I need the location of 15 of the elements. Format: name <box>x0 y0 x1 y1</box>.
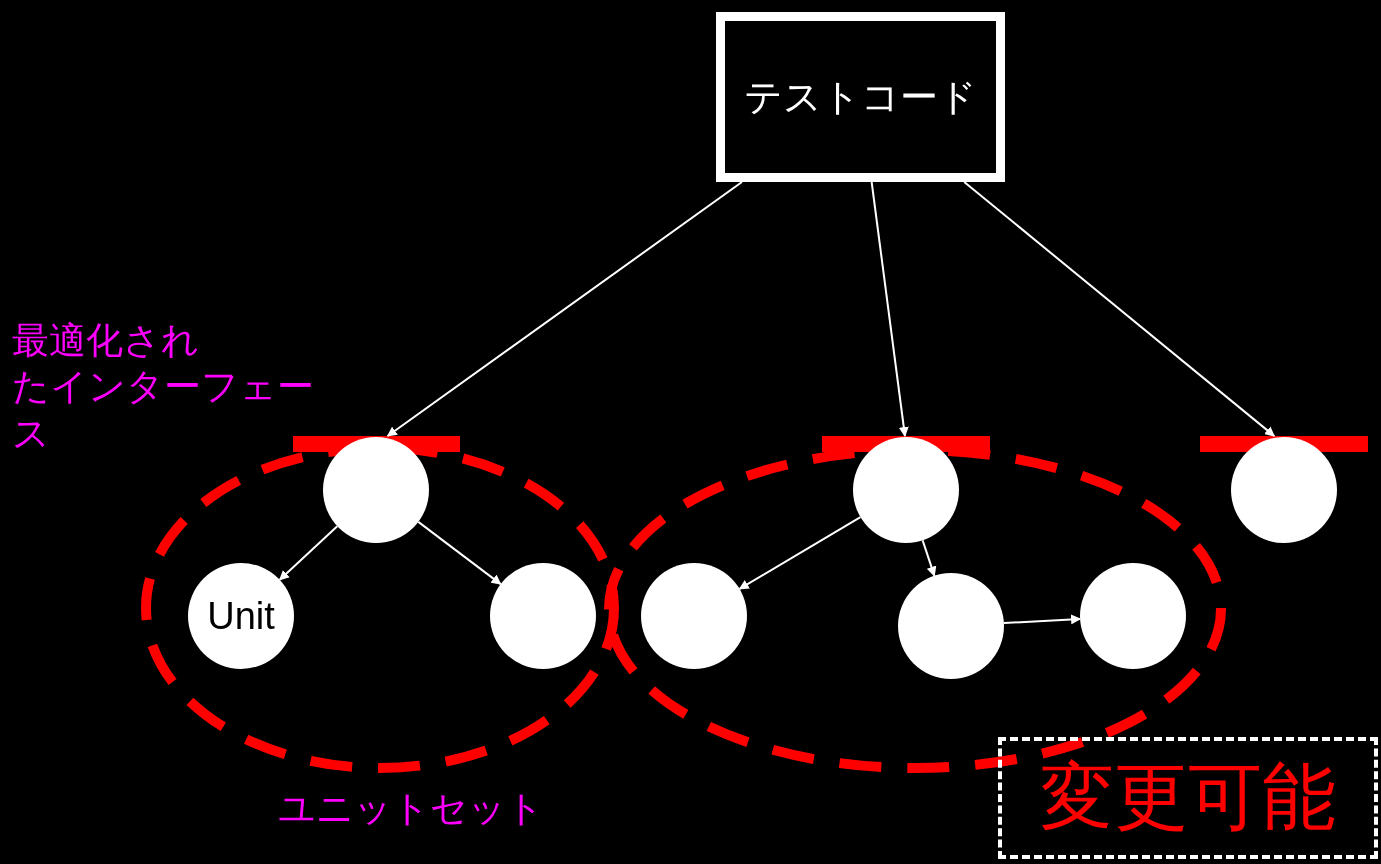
arrow <box>386 181 743 437</box>
note-text: 変更可能 <box>1040 754 1336 840</box>
arrow <box>278 525 339 581</box>
changeable-note-box <box>998 737 1378 859</box>
arrow <box>921 539 937 577</box>
arrow <box>963 181 1276 437</box>
arrow <box>417 520 502 586</box>
test-code-box <box>716 12 1005 182</box>
unit-label: Unit <box>207 594 275 638</box>
unit-set-label: ユニットセット <box>278 787 545 831</box>
arrow <box>870 181 909 437</box>
arrow <box>1002 614 1082 625</box>
box-title: テストコード <box>744 74 977 120</box>
arrow <box>738 516 862 590</box>
optimized-interface-label: 最適化されたインターフェース <box>12 319 315 456</box>
